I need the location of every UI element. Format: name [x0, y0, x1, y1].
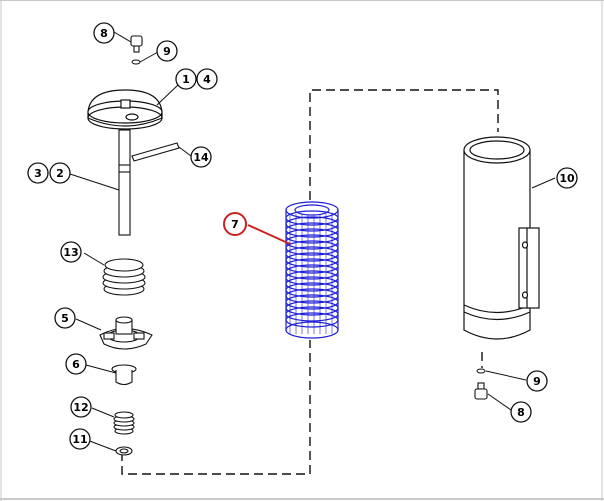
callout-label: 9	[163, 45, 171, 58]
filter-pleat-ring	[285, 222, 339, 238]
callout-label: 6	[72, 358, 80, 371]
callout-label: 12	[73, 401, 88, 414]
part-filter-element	[285, 201, 339, 339]
callout-label: 14	[193, 151, 209, 164]
callout-label: 8	[517, 406, 525, 419]
part-shaft	[118, 129, 131, 236]
filter-pleat-ring	[285, 252, 339, 268]
part-spring-large	[102, 258, 146, 296]
filter-pleat-ring	[285, 312, 339, 328]
part-bolt-top	[130, 35, 143, 53]
callout-label: 4	[203, 73, 211, 86]
filter-pleat-ring	[285, 246, 339, 262]
callout-label: 11	[72, 433, 87, 446]
part-bushing	[111, 364, 137, 386]
part-o-ring	[115, 446, 133, 456]
callout-label: 9	[533, 375, 541, 388]
callout-8-top[interactable]: 8	[93, 22, 115, 44]
filter-pleat-ring	[285, 300, 339, 316]
filter-pleat-ring	[285, 270, 339, 286]
callout-13[interactable]: 13	[60, 241, 82, 263]
callout-2[interactable]: 2	[49, 162, 71, 184]
filter-pleat-ring	[285, 282, 339, 298]
callout-7-highlighted[interactable]: 7	[223, 212, 247, 236]
part-housing	[463, 136, 540, 340]
callout-label: 8	[100, 27, 108, 40]
part-washer-top	[131, 59, 141, 65]
part-bolt-right	[474, 382, 488, 400]
highlight-leader	[247, 224, 291, 245]
callout-5[interactable]: 5	[54, 307, 76, 329]
part-spring-small	[113, 411, 135, 435]
callout-3[interactable]: 3	[27, 162, 49, 184]
filter-pleat-ring	[285, 228, 339, 244]
callout-group: 8 9 1 4 14 3 2 13	[27, 22, 578, 450]
assembly-dashed-line	[121, 89, 499, 475]
filter-pleat-ring	[285, 306, 339, 322]
callout-12[interactable]: 12	[70, 396, 92, 418]
part-small-rod	[131, 142, 180, 162]
callout-14[interactable]: 14	[190, 146, 212, 168]
filter-pleat-ring	[285, 288, 339, 304]
filter-pleat-ring	[285, 210, 339, 226]
leader-lines	[69, 31, 556, 452]
callout-9-right[interactable]: 9	[526, 370, 548, 392]
callout-label: 13	[63, 246, 78, 259]
callout-4[interactable]: 4	[196, 68, 218, 90]
filter-pleat-ring	[285, 240, 339, 256]
part-dome-cap	[87, 89, 163, 130]
callout-8-right[interactable]: 8	[510, 401, 532, 423]
filter-pleat-ring	[285, 276, 339, 292]
callout-6[interactable]: 6	[65, 353, 87, 375]
callout-label: 5	[61, 312, 69, 325]
filter-pleat-ring	[285, 294, 339, 310]
callout-label: 1	[182, 73, 190, 86]
callout-10[interactable]: 10	[556, 167, 578, 189]
filter-pleat-ring	[285, 216, 339, 232]
callout-9-top[interactable]: 9	[156, 40, 178, 62]
filter-pleat-ring	[285, 258, 339, 274]
part-base-plate	[99, 316, 153, 350]
callout-1[interactable]: 1	[175, 68, 197, 90]
callout-label: 3	[34, 167, 42, 180]
callout-label: 2	[56, 167, 64, 180]
callout-label: 7	[231, 218, 239, 231]
filter-pleat-ring	[285, 264, 339, 280]
part-washer-right	[476, 368, 486, 374]
callout-label: 10	[559, 172, 575, 185]
callout-11[interactable]: 11	[69, 428, 91, 450]
